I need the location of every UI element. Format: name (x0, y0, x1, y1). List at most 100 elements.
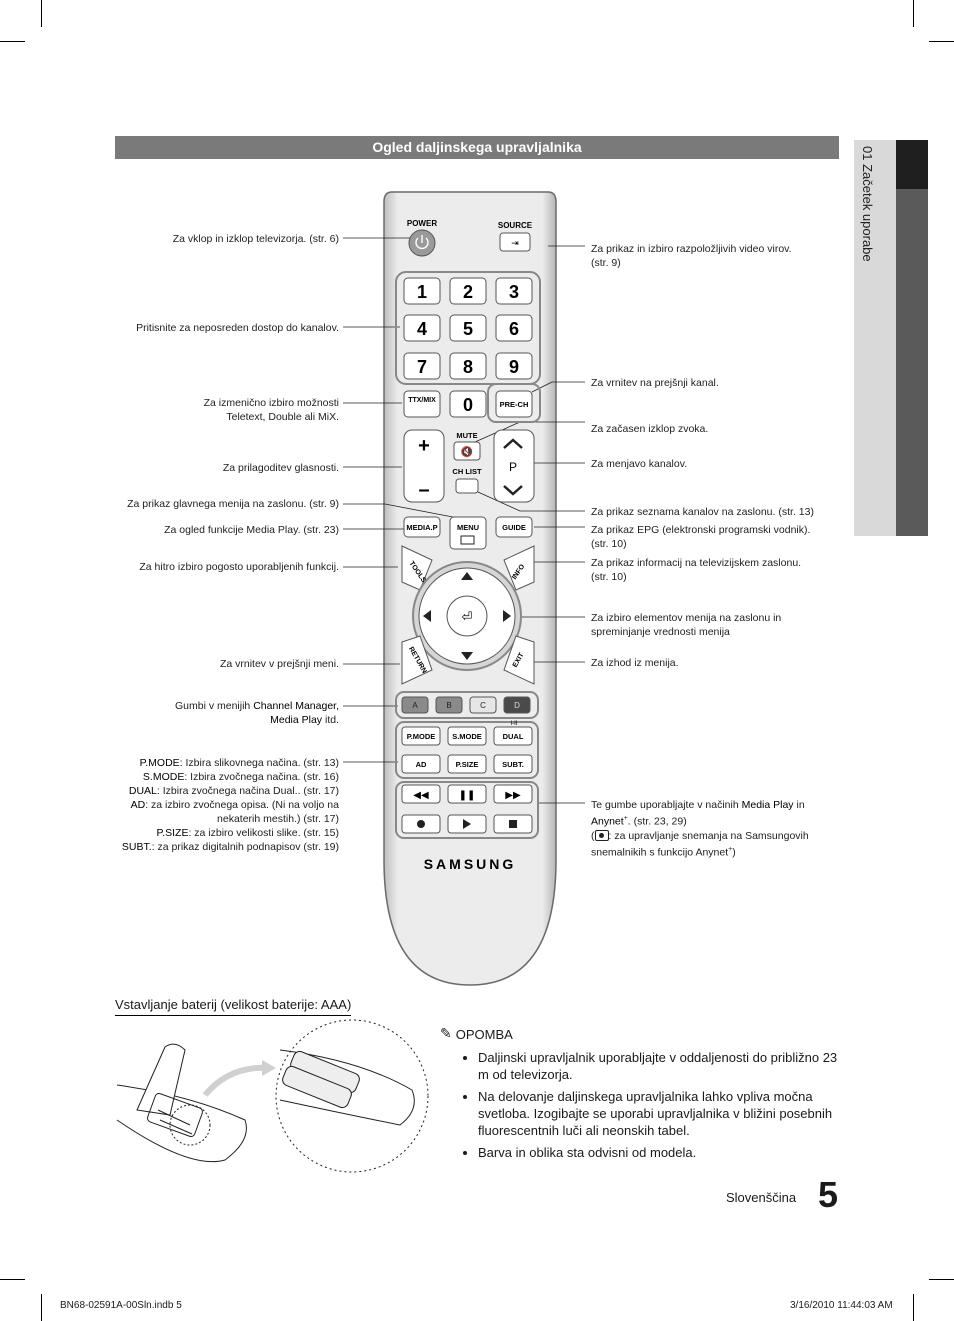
return-button[interactable] (401, 635, 433, 685)
label-mode-line: nekaterih mestih.) (str. 17) (217, 813, 339, 825)
digit-button[interactable] (449, 277, 487, 305)
volume-up-icon[interactable]: + (418, 435, 430, 457)
media-p-button[interactable] (403, 516, 441, 538)
info-button[interactable] (503, 545, 535, 591)
arrow-down-icon[interactable] (461, 652, 473, 660)
digit-button[interactable] (495, 352, 533, 380)
digit-label: 7 (417, 357, 427, 377)
rewind-button[interactable] (401, 784, 441, 804)
arrow-right-icon[interactable] (503, 610, 511, 622)
pause-icon: ❚❚ (459, 790, 476, 801)
digit-button[interactable] (449, 390, 487, 418)
color-button-label: D (514, 701, 520, 710)
menu-icon (460, 535, 475, 545)
battery-title: Vstavljanje baterij (velikost baterije: … (115, 997, 352, 1016)
digit-button[interactable] (449, 352, 487, 380)
battery-illustration (116, 1019, 429, 1173)
channel-down-icon[interactable] (503, 485, 523, 496)
source-icon: ⇥ (511, 239, 519, 249)
note-item: Daljinski upravljalnik uporabljajte v od… (478, 1049, 840, 1083)
label-return: Za vrnitev v prejšnji meni. (219, 658, 339, 670)
label-ttx-1: Za izmenično izbiro možnosti (203, 397, 339, 409)
label-digits: Pritisnite za neposreden dostop do kanal… (136, 322, 339, 334)
ch-list-label: CH LIST (452, 467, 482, 476)
footer-date: 3/16/2010 11:44:03 AM (790, 1300, 893, 1311)
record-icon (594, 830, 609, 842)
digit-button[interactable] (495, 277, 533, 305)
label-source-1: Za prikaz in izbiro razpoložljivih video… (591, 243, 792, 255)
color-button[interactable] (503, 696, 531, 714)
arrow-left-icon[interactable] (423, 610, 431, 622)
label-power: Za vklop in izklop televizorja. (str. 6) (172, 233, 339, 245)
menu-button[interactable] (449, 516, 487, 550)
digit-button[interactable] (495, 314, 533, 342)
enter-button[interactable] (446, 595, 488, 637)
digit-button[interactable] (449, 314, 487, 342)
note-list: Daljinski upravljalnik uporabljajte v od… (440, 1049, 840, 1161)
digit-label: 3 (509, 282, 519, 302)
note-item: Barva in oblika sta odvisni od modela. (478, 1144, 840, 1161)
label-exit: Za izhod iz menija. (591, 657, 679, 669)
power-label: POWER (407, 219, 437, 228)
label-media-p: Za ogled funkcije Media Play. (str. 23) (164, 524, 339, 536)
side-tab-strip (896, 189, 928, 536)
mode-button[interactable] (447, 726, 487, 746)
fast-forward-button[interactable] (493, 784, 533, 804)
label-pre-ch: Za vrnitev na prejšnji kanal. (591, 377, 719, 389)
crop-mark (913, 0, 914, 27)
color-button[interactable] (435, 696, 463, 714)
digit-label: 9 (509, 357, 519, 377)
digit-label: 0 (463, 395, 473, 415)
mode-button[interactable] (401, 754, 441, 774)
source-button[interactable] (499, 232, 531, 252)
color-button-label: B (446, 701, 451, 710)
digit-button[interactable] (403, 277, 441, 305)
digit-label: 8 (463, 357, 473, 377)
section-title: Ogled daljinskega upravljalnika (372, 139, 582, 155)
digit-label: 2 (463, 282, 473, 302)
pencil-icon: ✎ (440, 1026, 452, 1042)
arrow-up-icon[interactable] (461, 572, 473, 580)
pause-button[interactable] (447, 784, 487, 804)
digit-label: 5 (463, 319, 473, 339)
pre-ch-button[interactable] (495, 390, 533, 418)
channel-up-icon[interactable] (503, 438, 523, 449)
note-title: OPOMBA (455, 1027, 513, 1042)
stop-icon (509, 820, 517, 828)
media-p-label: MEDIA.P (406, 523, 437, 532)
label-dpad-1: Za izbiro elementov menija na zaslonu in (591, 612, 782, 624)
digit-button[interactable] (403, 352, 441, 380)
volume-down-icon[interactable]: – (418, 479, 429, 501)
label-color-buttons-2: Media Play itd. (270, 714, 339, 726)
rewind-icon: ◀◀ (413, 790, 429, 801)
play-icon (463, 819, 471, 829)
mode-button-label: P.MODE (407, 732, 436, 741)
mode-button[interactable] (447, 754, 487, 774)
crop-mark (0, 41, 25, 42)
label-tools: Za hitro izbiro pogosto uporabljenih fun… (139, 561, 339, 573)
label-mode-line: SUBT.: za prikaz digitalnih podnapisov (… (121, 841, 339, 853)
exit-button[interactable] (503, 635, 535, 685)
volume-rocker[interactable] (403, 429, 445, 503)
label-color-buttons-1: Gumbi v menijih Channel Manager, (174, 700, 339, 712)
digit-button[interactable] (403, 314, 441, 342)
ttx-mix-button[interactable] (403, 390, 441, 418)
mode-button[interactable] (401, 726, 441, 746)
label-info-1: Za prikaz informacij na televizijskem za… (591, 557, 802, 569)
color-button[interactable] (401, 696, 429, 714)
power-icon[interactable] (415, 237, 429, 250)
ch-list-button[interactable] (455, 478, 479, 494)
color-button-label: C (480, 701, 486, 710)
color-button[interactable] (469, 696, 497, 714)
label-menu: Za prikaz glavnega menija na zaslonu. (s… (127, 498, 339, 510)
mode-button[interactable] (493, 726, 533, 746)
footer-file: BN68-02591A-00Sln.indb 5 (60, 1300, 182, 1311)
brand-logo: SAMSUNG (424, 856, 517, 872)
guide-button[interactable] (495, 516, 533, 538)
side-tab-label: 01 Začetek uporabe (860, 146, 875, 262)
channel-label: P (509, 460, 517, 474)
crop-mark (41, 0, 42, 27)
mode-button[interactable] (493, 754, 533, 774)
mute-button[interactable] (453, 441, 481, 461)
